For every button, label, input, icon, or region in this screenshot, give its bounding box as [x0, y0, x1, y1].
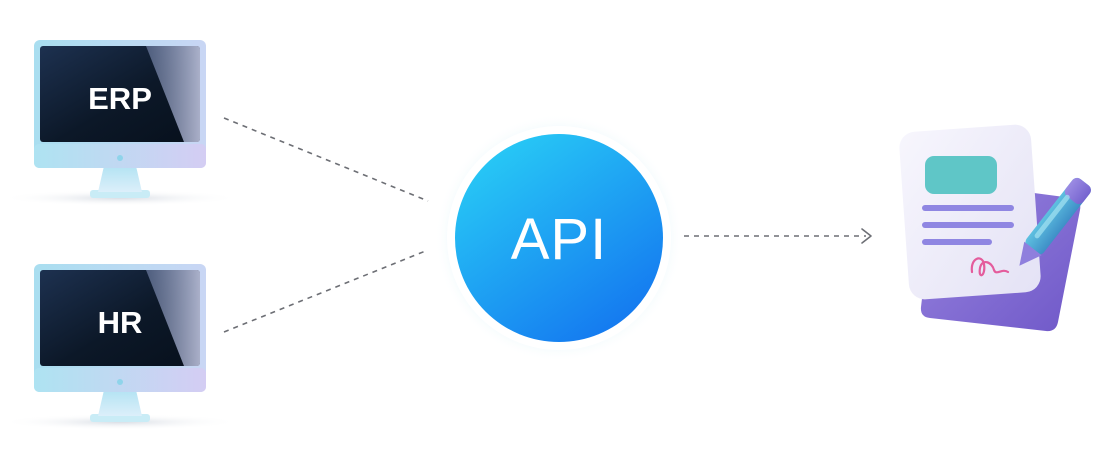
- document-header-block: [925, 156, 997, 194]
- monitor-power-dot: [117, 155, 123, 161]
- document-line: [922, 222, 1014, 228]
- document-line: [922, 205, 1014, 211]
- document-paper: [899, 124, 1041, 300]
- monitor-screen-shine: [146, 270, 200, 366]
- api-label: API: [511, 207, 608, 272]
- erp-to-api-connector: [223, 117, 429, 202]
- api-hub-circle: [455, 134, 663, 342]
- erp-label: ERP: [88, 81, 152, 116]
- monitor-stand-neck: [98, 390, 142, 416]
- document-icon: [899, 124, 1091, 332]
- erp-monitor: ERP: [0, 40, 240, 206]
- arrow-head-icon: [861, 228, 872, 244]
- signature-mark: [970, 257, 1010, 277]
- pen-icon: [1019, 177, 1091, 266]
- hr-label: HR: [98, 305, 143, 340]
- hr-monitor: HR: [0, 264, 240, 430]
- monitor-power-dot: [117, 379, 123, 385]
- hr-to-api-connector: [223, 249, 429, 333]
- api-hub: API: [435, 114, 683, 362]
- monitor-screen-shine: [146, 46, 200, 142]
- monitor-stand-neck: [98, 166, 142, 192]
- document-line: [922, 239, 992, 245]
